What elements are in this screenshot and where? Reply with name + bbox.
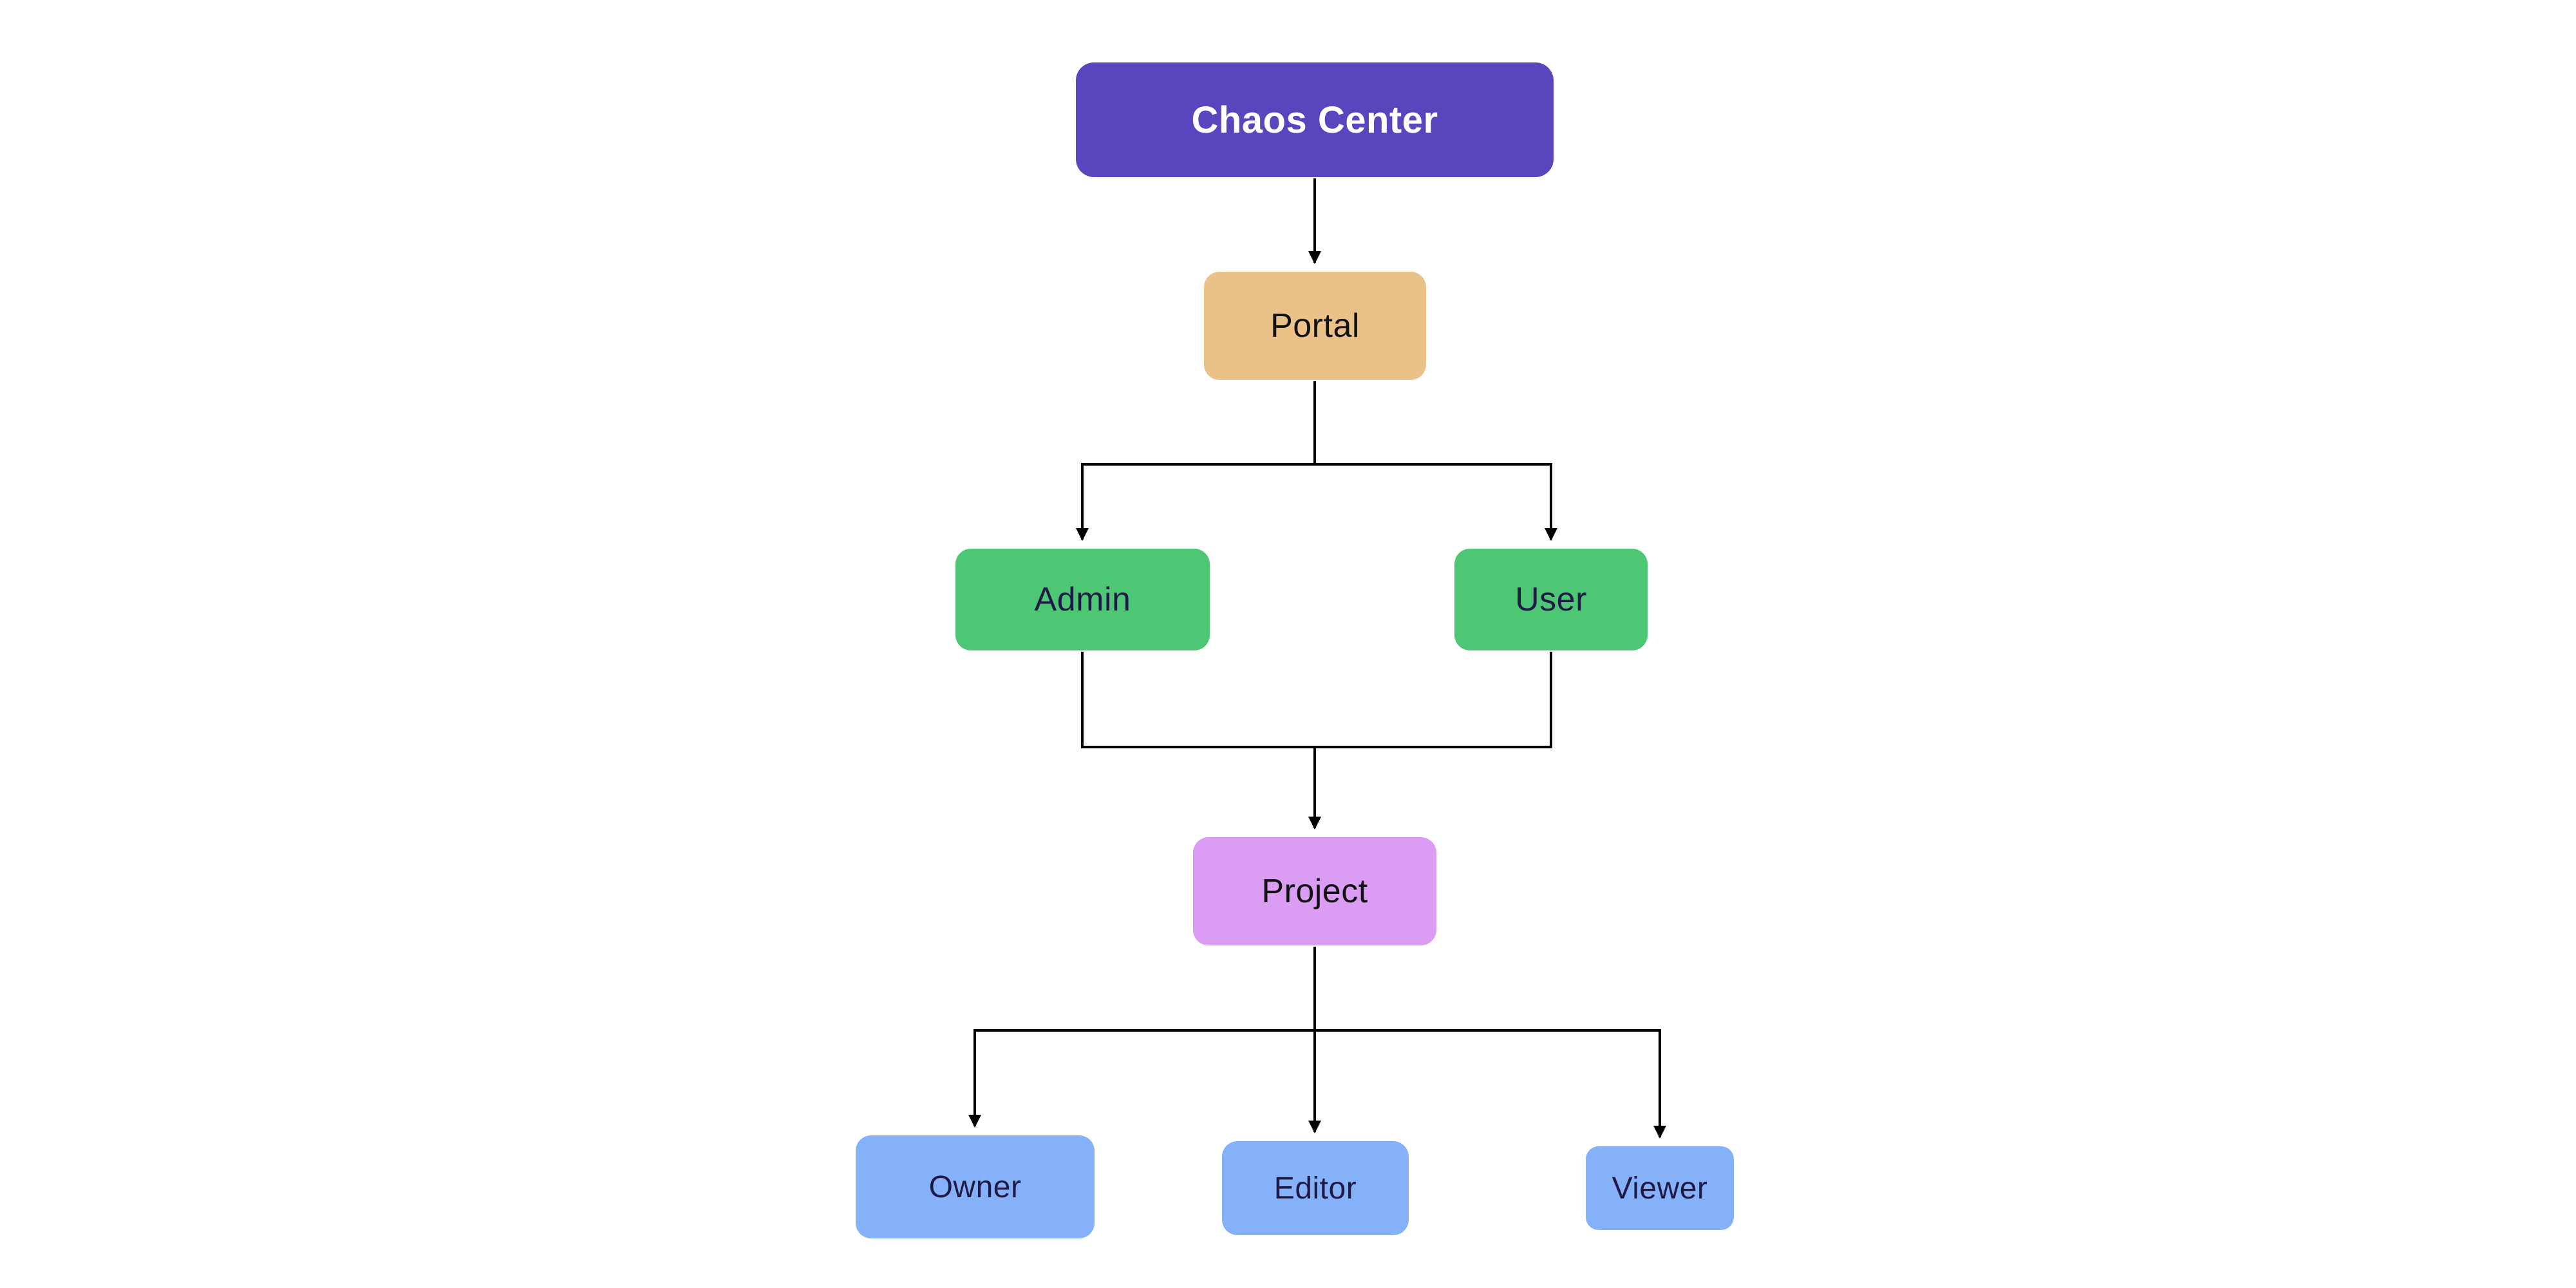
edge-admin-project [1081,652,1321,829]
node-user-label: User [1515,581,1587,618]
node-admin: Admin [955,549,1210,650]
node-owner-label: Owner [928,1170,1022,1204]
node-viewer: Viewer [1586,1146,1734,1230]
node-portal-label: Portal [1270,307,1360,345]
node-user: User [1454,549,1648,650]
edge-user-project [1308,652,1552,829]
node-viewer-label: Viewer [1612,1171,1708,1206]
node-editor-label: Editor [1274,1171,1357,1206]
node-project-label: Project [1261,873,1368,910]
node-admin-label: Admin [1034,581,1131,618]
node-owner: Owner [856,1135,1095,1238]
node-project: Project [1193,837,1436,945]
edge-portal-admin [1076,381,1316,541]
edge-project-viewer [1313,947,1666,1139]
node-chaos-center: Chaos Center [1076,62,1554,177]
node-portal: Portal [1204,272,1426,380]
node-editor: Editor [1222,1141,1409,1235]
node-chaos-center-label: Chaos Center [1191,99,1438,141]
edge-project-owner [968,947,1316,1128]
edge-portal-user [1313,381,1557,541]
